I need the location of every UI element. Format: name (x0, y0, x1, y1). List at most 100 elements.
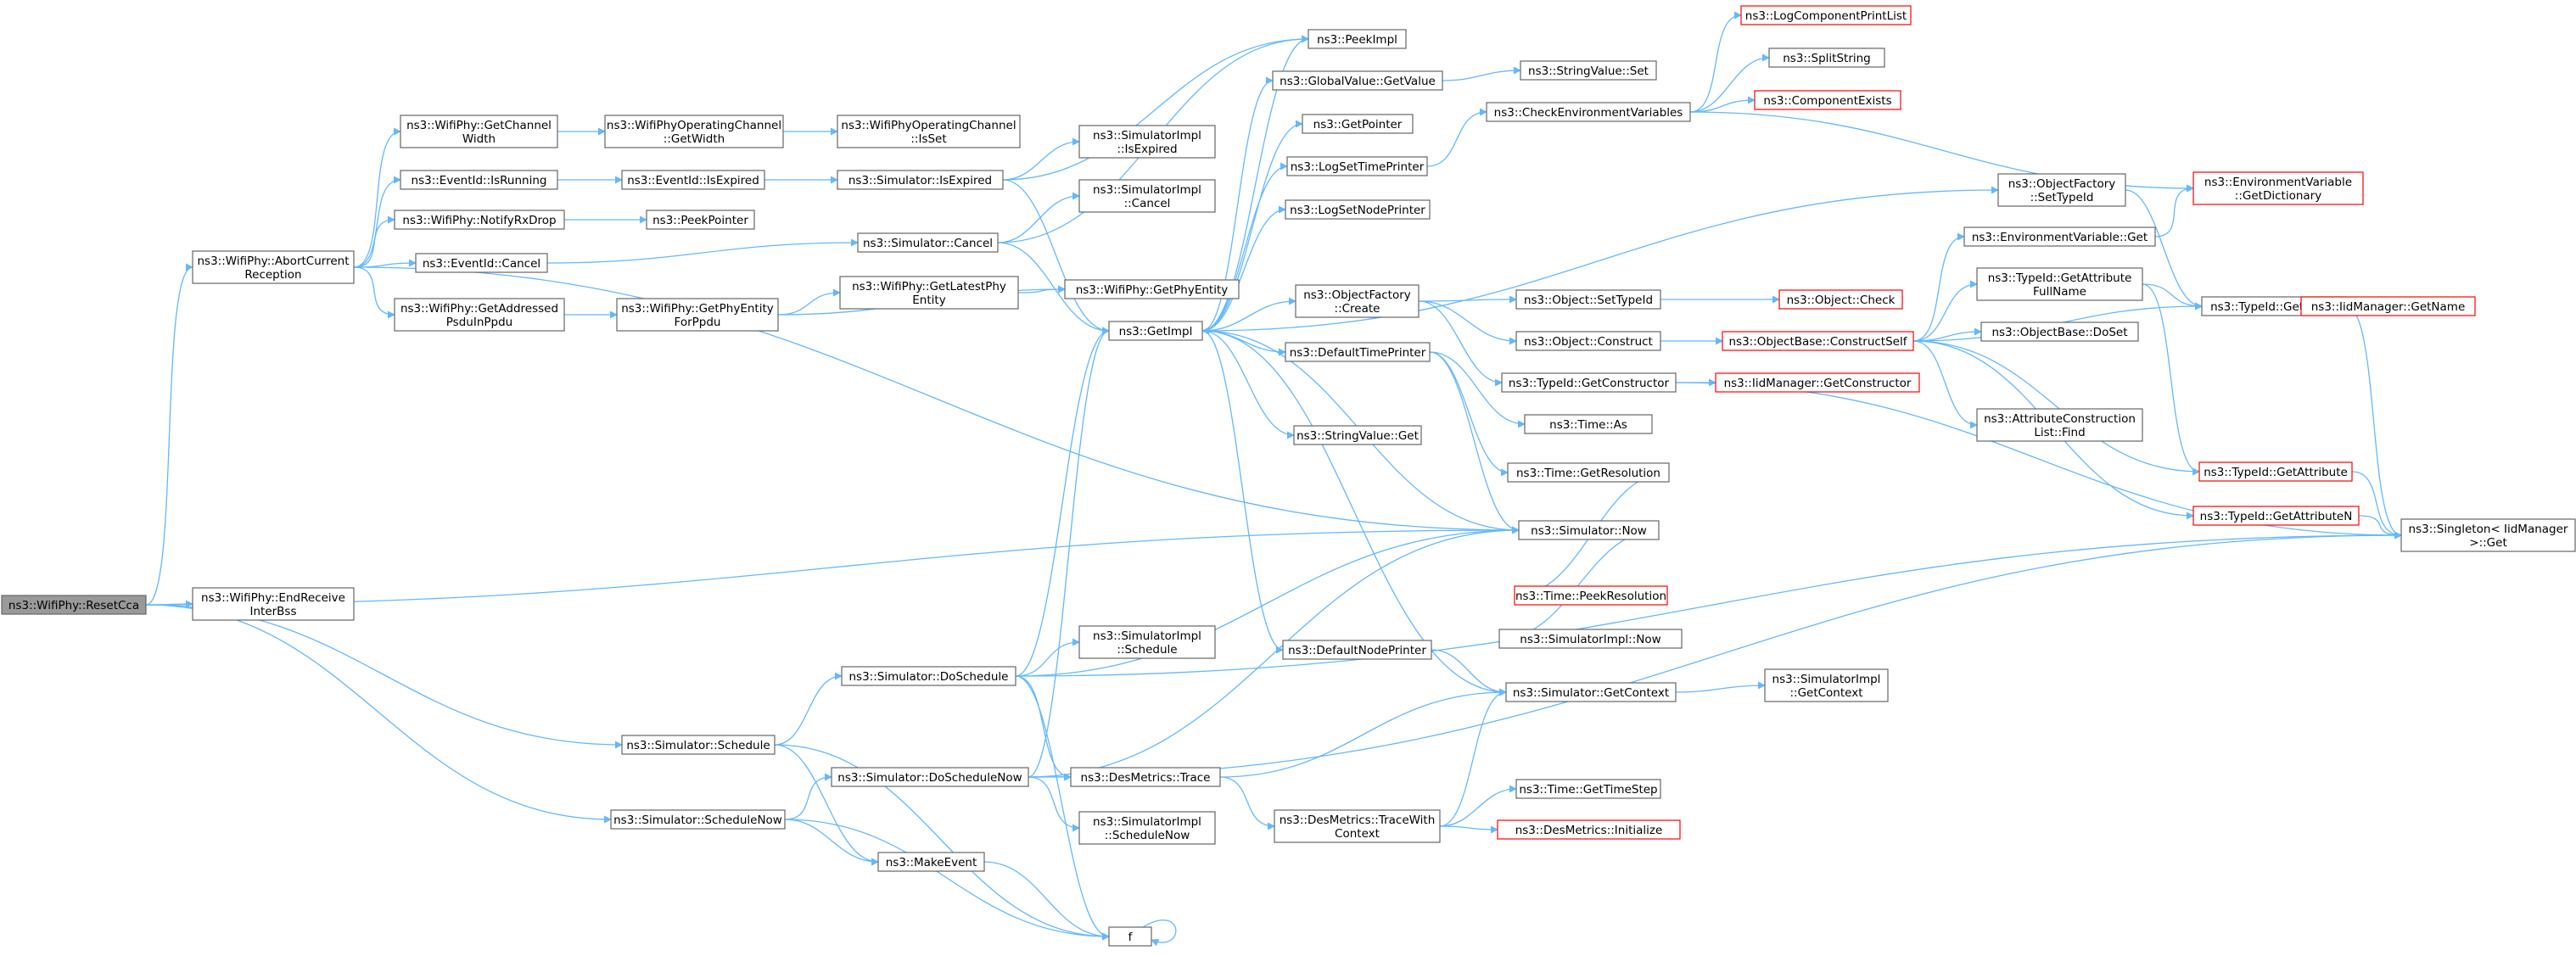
node-gvgetval[interactable]: ns3::GlobalValue::GetValue (1272, 70, 1443, 91)
node-box (1507, 462, 1670, 483)
node-splitstr[interactable]: ns3::SplitString (1768, 48, 1885, 68)
node-label: ns3::TypeId::GetAttributeN (2200, 510, 2353, 523)
node-timepeekres[interactable]: ns3::Time::PeekResolution (1514, 585, 1668, 606)
edge-simgetctx-to-impgetctx (1675, 681, 1766, 693)
node-simcancel[interactable]: ns3::Simulator::Cancel (857, 232, 999, 253)
node-opisset[interactable]: ns3::WifiPhyOperatingChannel::IsSet (837, 115, 1021, 148)
node-checkenv[interactable]: ns3::CheckEnvironmentVariables (1486, 102, 1691, 122)
node-impgetctx[interactable]: ns3::SimulatorImpl::GetContext (1764, 668, 1889, 702)
edge-getimpl-to-logsetnode (1201, 205, 1286, 332)
node-label: ns3::Object::SetTypeId (1524, 294, 1653, 307)
edge-abort-to-getchw (353, 127, 401, 268)
edge-resetcca-to-simnow (145, 526, 1520, 606)
edge-obconstself-to-tidgetattrfull (1912, 280, 1978, 342)
node-label: ns3::LogComponentPrintList (1745, 9, 1907, 23)
node-obdoset[interactable]: ns3::ObjectBase::DoSet (1980, 321, 2139, 342)
node-evisexp[interactable]: ns3::EventId::IsExpired (621, 170, 765, 190)
node-iidgetname[interactable]: ns3::IidManager::GetName (2300, 296, 2476, 316)
edge-tidgetname-to-singleton (2345, 305, 2402, 539)
node-timeas[interactable]: ns3::Time::As (1524, 414, 1653, 434)
node-impcancel[interactable]: ns3::SimulatorImpl::Cancel (1078, 179, 1216, 213)
node-label: ns3::IidManager::GetName (2311, 300, 2466, 314)
node-logsetnode[interactable]: ns3::LogSetNodePrinter (1285, 199, 1431, 220)
node-svset[interactable]: ns3::StringValue::Set (1520, 60, 1657, 81)
node-impsched[interactable]: ns3::SimulatorImpl::Schedule (1078, 625, 1216, 659)
node-impschednow[interactable]: ns3::SimulatorImpl::ScheduleNow (1078, 811, 1216, 845)
node-logcomplist[interactable]: ns3::LogComponentPrintList (1740, 5, 1912, 25)
node-envget[interactable]: ns3::EnvironmentVariable::Get (1963, 226, 2156, 247)
node-doschednow[interactable]: ns3::Simulator::DoScheduleNow (831, 767, 1029, 787)
node-timegetres[interactable]: ns3::Time::GetResolution (1507, 462, 1670, 483)
node-iidgetctor[interactable]: ns3::IidManager::GetConstructor (1715, 372, 1920, 393)
edge-getimpl-to-peekimpl (1201, 35, 1309, 332)
node-deftime[interactable]: ns3::DefaultTimePrinter (1285, 342, 1431, 362)
edge-checkenv-to-splitstr (1689, 53, 1770, 113)
edge-sched-to-makeevent (774, 744, 879, 866)
node-objcheck[interactable]: ns3::Object::Check (1778, 289, 1903, 310)
node-destrace[interactable]: ns3::DesMetrics::Trace (1070, 767, 1221, 787)
node-schednow[interactable]: ns3::Simulator::ScheduleNow (610, 809, 786, 830)
node-simgetctx[interactable]: ns3::Simulator::GetContext (1505, 682, 1677, 702)
node-compexists[interactable]: ns3::ComponentExists (1754, 90, 1901, 110)
node-doschedule[interactable]: ns3::Simulator::DoSchedule (841, 666, 1016, 686)
node-label: ForPpdu (675, 316, 721, 329)
node-peekimpl[interactable]: ns3::PeekImpl (1308, 29, 1407, 49)
node-envgetdict[interactable]: ns3::EnvironmentVariable::GetDictionary (2192, 171, 2364, 205)
edge-simgetctx-to-getimpl (1201, 327, 1507, 693)
node-singleton[interactable]: ns3::Singleton< IidManager>::Get (2400, 518, 2576, 552)
node-sched[interactable]: ns3::Simulator::Schedule (621, 735, 776, 755)
node-evisrun[interactable]: ns3::EventId::IsRunning (400, 170, 558, 190)
node-opgetw[interactable]: ns3::WifiPhyOperatingChannel::GetWidth (604, 115, 784, 148)
node-label: ns3::ObjectBase::ConstructSelf (1729, 335, 1908, 349)
node-svget[interactable]: ns3::StringValue::Get (1293, 425, 1422, 445)
node-getptr[interactable]: ns3::GetPointer (1302, 114, 1414, 134)
edge-doschedule-to-f (1015, 675, 1110, 941)
node-obconstself[interactable]: ns3::ObjectBase::ConstructSelf (1722, 331, 1914, 351)
node-getimpl[interactable]: ns3::GetImpl (1108, 321, 1203, 341)
node-label: ns3::SimulatorImpl (1093, 183, 1201, 197)
node-impnow[interactable]: ns3::SimulatorImpl::Now (1498, 629, 1683, 649)
node-box (2192, 171, 2364, 205)
node-evcancel[interactable]: ns3::EventId::Cancel (415, 253, 548, 273)
node-makeevent[interactable]: ns3::MakeEvent (877, 852, 985, 872)
edge-doschednow-to-simnow (1028, 526, 1520, 778)
node-box (1520, 60, 1657, 81)
node-tidgetattr[interactable]: ns3::TypeId::GetAttribute (2198, 461, 2353, 482)
edge-getimpl-to-logsettime (1201, 162, 1288, 332)
node-peekptr[interactable]: ns3::PeekPointer (646, 210, 755, 230)
node-timegetstep[interactable]: ns3::Time::GetTimeStep (1515, 779, 1661, 799)
edge-sched-to-doschedule (774, 672, 843, 746)
node-simisexp[interactable]: ns3::Simulator::IsExpired (837, 170, 1004, 190)
node-label: ns3::AttributeConstruction (1984, 412, 2136, 426)
node-box (1272, 70, 1443, 91)
node-resetcca[interactable]: ns3::WifiPhy::ResetCca (1, 595, 147, 615)
node-tidgetctor[interactable]: ns3::TypeId::GetConstructor (1501, 372, 1677, 393)
node-box (831, 767, 1029, 787)
node-label: ::IsSet (910, 132, 946, 146)
node-box (1486, 102, 1691, 122)
node-ofcreate[interactable]: ns3::ObjectFactory::Create (1295, 284, 1420, 318)
node-box (1515, 331, 1661, 351)
node-simnow[interactable]: ns3::Simulator::Now (1518, 520, 1660, 540)
node-getphyent[interactable]: ns3::WifiPhy::GetPhyEntity (1064, 279, 1240, 299)
node-ofsettid[interactable]: ns3::ObjectFactory::SetTypeId (1997, 173, 2126, 207)
node-logsettime[interactable]: ns3::LogSetTimePrinter (1286, 156, 1428, 176)
edge-doschedule-to-impsched (1015, 638, 1080, 677)
node-objsettid[interactable]: ns3::Object::SetTypeId (1515, 289, 1661, 310)
node-desinit[interactable]: ns3::DesMetrics::Initialize (1497, 819, 1681, 840)
node-objconstruct[interactable]: ns3::Object::Construct (1515, 331, 1661, 351)
node-notifyrx[interactable]: ns3::WifiPhy::NotifyRxDrop (394, 210, 565, 230)
node-defnode[interactable]: ns3::DefaultNodePrinter (1282, 640, 1432, 660)
node-f[interactable]: f (1108, 926, 1152, 947)
node-impisexp[interactable]: ns3::SimulatorImpl::IsExpired (1078, 125, 1216, 159)
node-tidgetattrn[interactable]: ns3::TypeId::GetAttributeN (2192, 506, 2360, 526)
